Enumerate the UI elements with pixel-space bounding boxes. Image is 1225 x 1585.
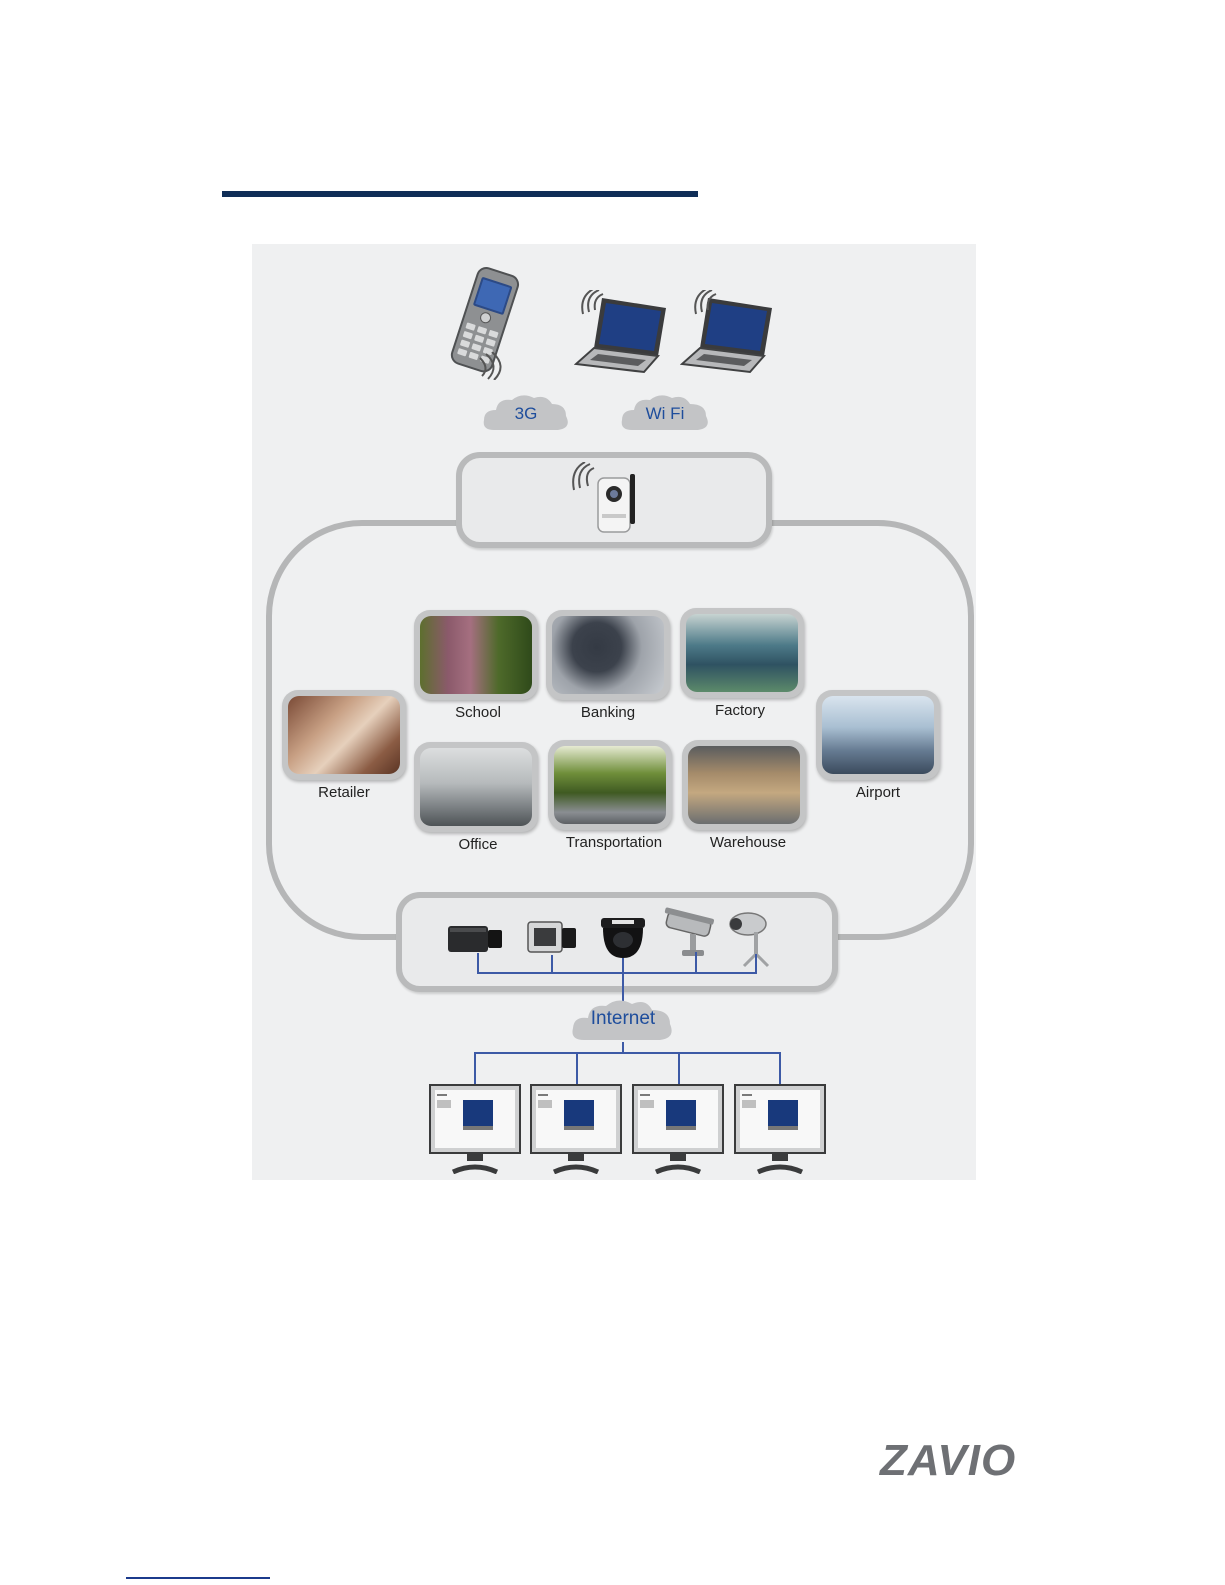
place-transportation <box>548 740 672 830</box>
top-rule <box>222 191 698 197</box>
monitor-icon <box>429 1084 521 1174</box>
bottom-link-underline <box>126 1577 270 1579</box>
place-banking <box>546 610 670 700</box>
camera-link <box>622 958 624 973</box>
monitor-link <box>576 1052 578 1086</box>
retailer-label: Retailer <box>274 784 414 801</box>
monitor-link <box>678 1052 680 1086</box>
cloud-internet: Internet <box>570 996 676 1046</box>
box-camera-icon <box>446 922 506 963</box>
cloud-internet-label: Internet <box>570 1008 676 1030</box>
airport-label: Airport <box>808 784 948 801</box>
warehouse-label: Warehouse <box>678 834 818 851</box>
monitor-bus <box>474 1052 780 1054</box>
camera-link <box>695 952 697 973</box>
place-warehouse <box>682 740 806 830</box>
school-label: School <box>408 704 548 721</box>
monitor-link <box>779 1052 781 1086</box>
cloud-wifi-label: Wi Fi <box>618 404 712 424</box>
camera-link <box>477 953 479 973</box>
wireless-signal-icon <box>577 290 607 321</box>
camera-link <box>755 954 757 973</box>
zavio-logo: ZAVIO <box>880 1436 1016 1486</box>
camera-bus <box>477 972 757 974</box>
camera-link <box>551 955 553 973</box>
monitor-link <box>474 1052 476 1086</box>
factory-label: Factory <box>670 702 810 719</box>
banking-label: Banking <box>538 704 678 721</box>
place-retailer <box>282 690 406 780</box>
cloud-wifi: Wi Fi <box>618 390 712 438</box>
wireless-ip-camera-icon <box>596 470 642 539</box>
place-office <box>414 742 538 832</box>
monitor-icon <box>734 1084 826 1174</box>
office-label: Office <box>408 836 548 853</box>
wireless-signal-icon <box>690 290 720 321</box>
transportation-label: Transportation <box>544 834 684 851</box>
monitor-icon <box>632 1084 724 1174</box>
wireless-signal-icon <box>476 352 510 385</box>
cloud-3g-label: 3G <box>480 404 572 424</box>
bullet-camera-icon <box>726 906 776 973</box>
monitor-icon <box>530 1084 622 1174</box>
place-factory <box>680 608 804 698</box>
place-airport <box>816 690 940 780</box>
place-school <box>414 610 538 700</box>
cloud-3g: 3G <box>480 390 572 438</box>
bullet-camera-icon <box>660 906 716 969</box>
